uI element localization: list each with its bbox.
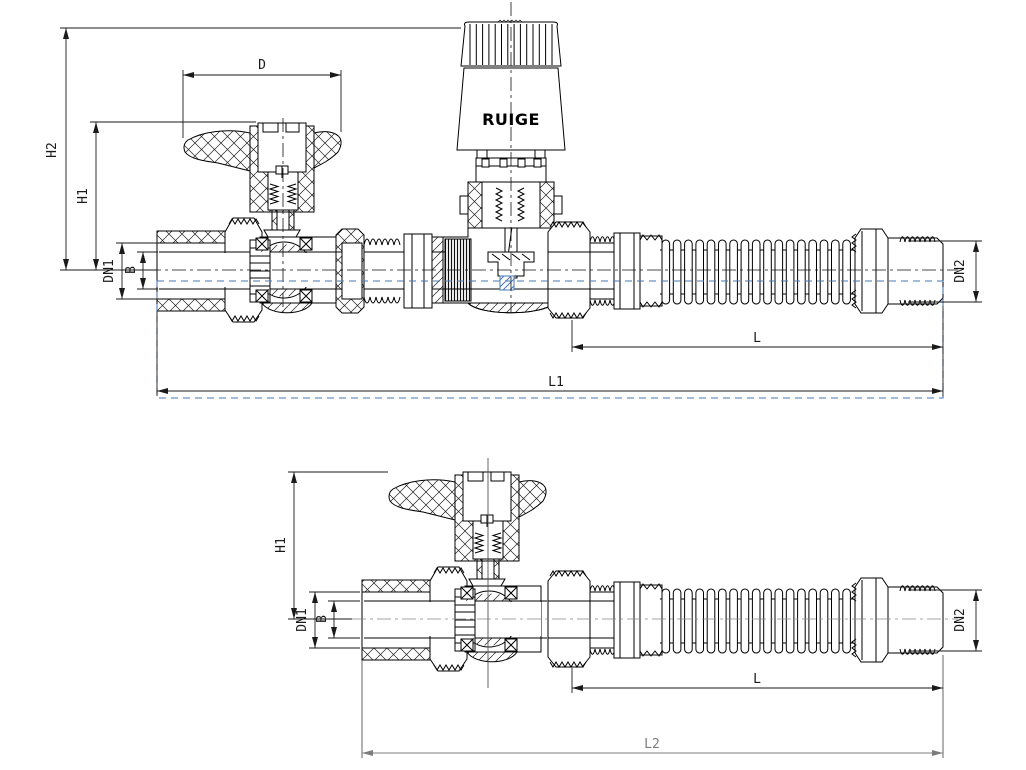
seal-highlight [499, 275, 515, 291]
top-view: RUIGE H2 H1 D DN1 B DN2 L L1 [45, 2, 982, 399]
dim-label-L1: L1 [548, 375, 564, 390]
bottom-view: H1 DN1 B DN2 L L2 [274, 458, 982, 758]
dim-label-B-top: B [124, 266, 139, 274]
dim-label-D: D [258, 58, 266, 73]
dim-label-L2: L2 [644, 737, 660, 752]
dim-label-DN1-top: DN1 [102, 259, 117, 282]
dim-label-H1-top: H1 [76, 188, 91, 204]
dim-label-L-top: L [753, 331, 761, 346]
dim-label-DN1-bottom: DN1 [295, 608, 310, 631]
dim-label-H2: H2 [45, 142, 60, 158]
dim-label-B-bottom: B [315, 615, 330, 623]
dim-label-DN2-bottom: DN2 [953, 608, 968, 631]
dimensions-bottom [288, 471, 982, 758]
centerlines-top [147, 2, 958, 312]
dim-label-DN2-top: DN2 [953, 259, 968, 282]
dimensions-top [60, 27, 982, 396]
adapter-fitting [335, 228, 433, 314]
dim-label-H1-bottom: H1 [274, 537, 289, 553]
thermostatic-valve [431, 19, 591, 314]
dim-label-L-bottom: L [753, 672, 761, 687]
brand-logo: RUIGE [482, 110, 540, 129]
centerlines-bottom [352, 458, 958, 688]
